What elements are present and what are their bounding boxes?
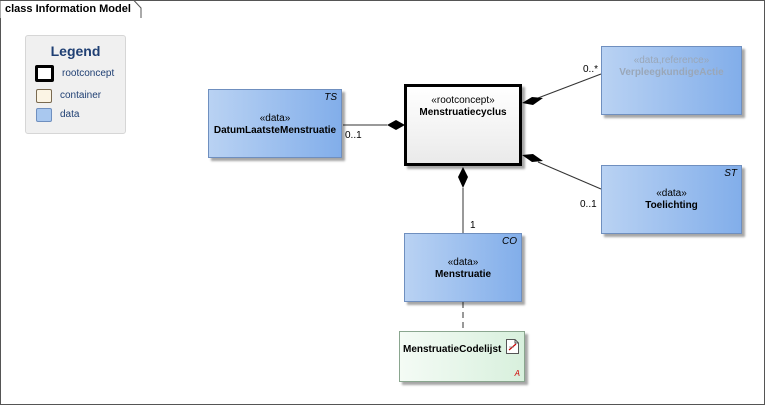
legend-swatch-rootconcept xyxy=(35,65,54,82)
legend-label-data: data xyxy=(60,109,80,120)
composition-diamond-datum xyxy=(387,120,405,130)
frame-title-tab xyxy=(0,0,142,18)
class-name: Toelichting xyxy=(645,200,698,211)
class-menstruatie-codelijst[interactable]: MenstruatieCodelijst A xyxy=(399,331,525,382)
multiplicity-verpleeg: 0..* xyxy=(583,64,599,75)
legend-label-container: container xyxy=(60,90,102,101)
composition-diamond-toelichting xyxy=(522,154,543,162)
class-stereotype: «rootconcept» xyxy=(431,95,495,106)
class-datum-laatste-menstruatie[interactable]: TS «data» DatumLaatsteMenstruatie xyxy=(208,89,342,158)
legend-swatch-data xyxy=(36,108,52,122)
class-stereotype: «data» xyxy=(447,257,479,268)
codelist-document-icon xyxy=(506,339,519,354)
legend: Legend rootconcept container data xyxy=(25,35,126,134)
composition-diamond-verpleeg xyxy=(522,97,543,105)
frame-title: class Information Model xyxy=(5,3,131,15)
class-verpleegkundige-actie[interactable]: «data,reference» VerpleegkundigeActie xyxy=(601,46,742,115)
class-tag: CO xyxy=(502,236,517,247)
class-name: DatumLaatsteMenstruatie xyxy=(213,125,337,136)
class-name: VerpleegkundigeActie xyxy=(619,67,724,78)
class-name: MenstruatieCodelijst xyxy=(403,344,502,355)
connector-toelichting xyxy=(537,161,602,190)
connector-verpleeg xyxy=(537,73,602,99)
composition-diamond-menstruatie xyxy=(458,167,468,188)
legend-title: Legend xyxy=(50,43,101,59)
class-menstruatiecyclus[interactable]: «rootconcept» Menstruatiecyclus xyxy=(404,84,522,166)
class-menstruatie[interactable]: CO «data» Menstruatie xyxy=(404,233,522,302)
multiplicity-toelichting: 0..1 xyxy=(580,199,597,210)
class-toelichting[interactable]: ST «data» Toelichting xyxy=(601,165,742,234)
class-name: Menstruatie xyxy=(434,269,492,280)
class-stereotype: «data» xyxy=(656,188,687,199)
class-tag: TS xyxy=(324,92,337,103)
class-tag: ST xyxy=(724,168,737,179)
class-name: Menstruatiecyclus xyxy=(419,107,507,118)
abstract-marker: A xyxy=(514,369,520,378)
class-stereotype: «data» xyxy=(259,113,291,124)
class-stereotype: «data,reference» xyxy=(633,55,710,66)
legend-label-rootconcept: rootconcept xyxy=(62,68,115,79)
multiplicity-datum: 0..1 xyxy=(345,130,362,141)
legend-swatch-container xyxy=(36,89,52,103)
multiplicity-menstruatie: 1 xyxy=(470,220,476,231)
